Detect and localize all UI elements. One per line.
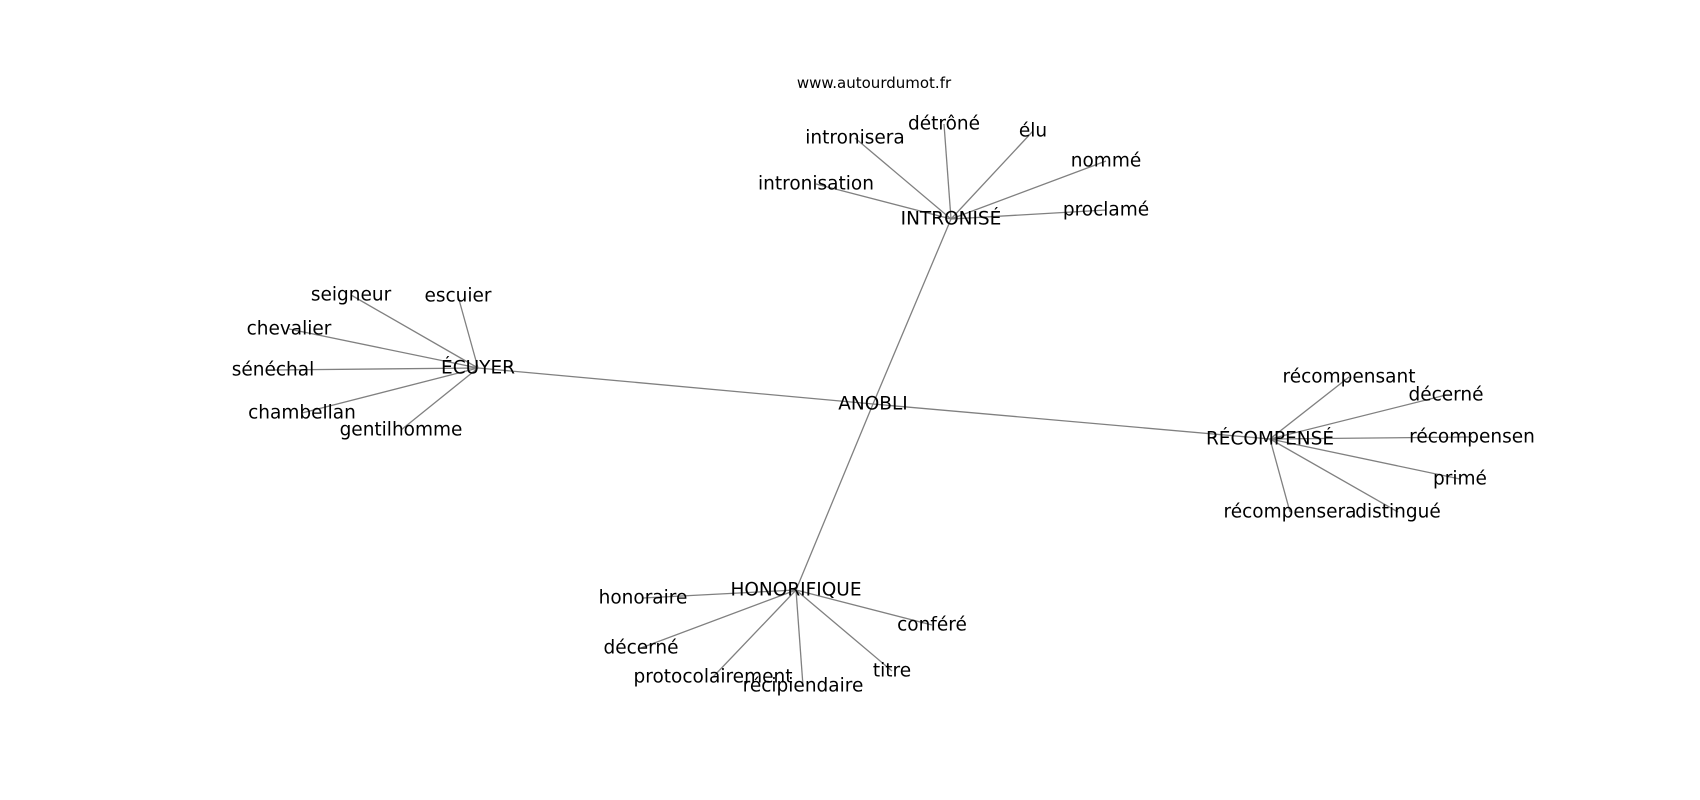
graph-edges bbox=[272, 123, 1473, 687]
node-leaf-ecuyer-gentilhomme: gentilhomme bbox=[340, 420, 463, 441]
edge-honorifique-decerne bbox=[640, 589, 797, 649]
edge-ecuyer-senechal bbox=[272, 367, 479, 371]
node-leaf-intronise-nomme: nommé bbox=[1071, 151, 1141, 172]
node-leaf-ecuyer-chevalier: chevalier bbox=[247, 319, 332, 340]
node-leaf-intronise-intronisera: intronisera bbox=[805, 128, 904, 149]
node-leaf-honorifique-recipiendaire: récipiendaire bbox=[743, 676, 864, 697]
node-hub-intronise: INTRONISÉ bbox=[901, 208, 1002, 230]
node-leaf-recompense-distingue: distingué bbox=[1355, 502, 1441, 523]
node-leaf-honorifique-decerne: décerné bbox=[603, 638, 678, 659]
edge-recompense-distingue bbox=[1269, 438, 1399, 513]
edge-ecuyer-gentilhomme bbox=[400, 367, 479, 431]
edge-intronise-proclame bbox=[950, 209, 1107, 220]
edge-ecuyer-escuier bbox=[457, 295, 479, 369]
node-leaf-ecuyer-chambellan: chambellan bbox=[248, 403, 356, 424]
edge-honorifique-honoraire bbox=[642, 589, 797, 599]
node-leaf-recompense-decerne: décerné bbox=[1408, 385, 1483, 406]
edge-recompense-recompensera bbox=[1269, 438, 1291, 513]
node-leaf-recompense-prime: primé bbox=[1433, 469, 1487, 490]
node-hub-ecuyer: ÉCUYER bbox=[441, 357, 515, 379]
edge-intronise-elu bbox=[950, 130, 1034, 220]
node-leaf-intronise-intronisation: intronisation bbox=[758, 174, 874, 195]
edge-recompense-recompensen bbox=[1269, 436, 1473, 440]
edge-honorifique-protocolairement bbox=[712, 589, 797, 678]
edge-recompense-prime bbox=[1269, 438, 1461, 480]
edge-recompense-decerne bbox=[1269, 394, 1447, 440]
edge-ecuyer-seigneur bbox=[350, 294, 479, 369]
node-leaf-ecuyer-escuier: escuier bbox=[424, 286, 491, 307]
node-leaf-honorifique-confere: conféré bbox=[897, 615, 967, 636]
node-leaf-intronise-elu: élu bbox=[1019, 121, 1047, 142]
edge-honorifique-recipiendaire bbox=[795, 589, 804, 687]
node-leaf-ecuyer-seigneur: seigneur bbox=[311, 285, 392, 306]
edge-intronise-intronisation bbox=[815, 183, 952, 220]
edge-honorifique-titre bbox=[795, 589, 893, 672]
node-hub-honorifique: HONORIFIQUE bbox=[730, 580, 861, 601]
edge-intronise-detrone bbox=[943, 123, 952, 220]
node-leaf-honorifique-protocolairement: protocolairement bbox=[634, 667, 793, 688]
node-hub-recompense: RÉCOMPENSÉ bbox=[1206, 428, 1334, 450]
watermark-text: www.autourdumot.fr bbox=[796, 74, 952, 92]
edge-recompense-recompensant bbox=[1269, 376, 1350, 440]
node-leaf-ecuyer-senechal: sénéchal bbox=[232, 360, 315, 381]
node-leaf-recompense-recompensen: récompensen bbox=[1409, 427, 1535, 448]
edge-center-honorifique bbox=[795, 403, 874, 591]
edge-intronise-intronisera bbox=[854, 137, 952, 220]
node-leaf-honorifique-honoraire: honoraire bbox=[599, 588, 688, 609]
edge-honorifique-confere bbox=[795, 589, 933, 626]
edge-center-intronise bbox=[872, 218, 952, 405]
node-leaf-intronise-detrone: détrôné bbox=[908, 114, 980, 135]
edge-center-ecuyer bbox=[477, 367, 874, 405]
node-leaf-recompense-recompensera: récompensera bbox=[1224, 502, 1357, 523]
edge-ecuyer-chambellan bbox=[301, 367, 479, 414]
node-leaf-honorifique-titre: titre bbox=[873, 661, 911, 682]
edge-center-recompense bbox=[872, 403, 1271, 440]
edge-intronise-nomme bbox=[950, 160, 1107, 220]
edge-ecuyer-chevalier bbox=[288, 328, 479, 369]
node-leaf-intronise-proclame: proclamé bbox=[1063, 200, 1149, 221]
node-leaf-recompense-recompensant: récompensant bbox=[1283, 367, 1416, 388]
node-center-anobli: ANOBLI bbox=[838, 394, 908, 415]
